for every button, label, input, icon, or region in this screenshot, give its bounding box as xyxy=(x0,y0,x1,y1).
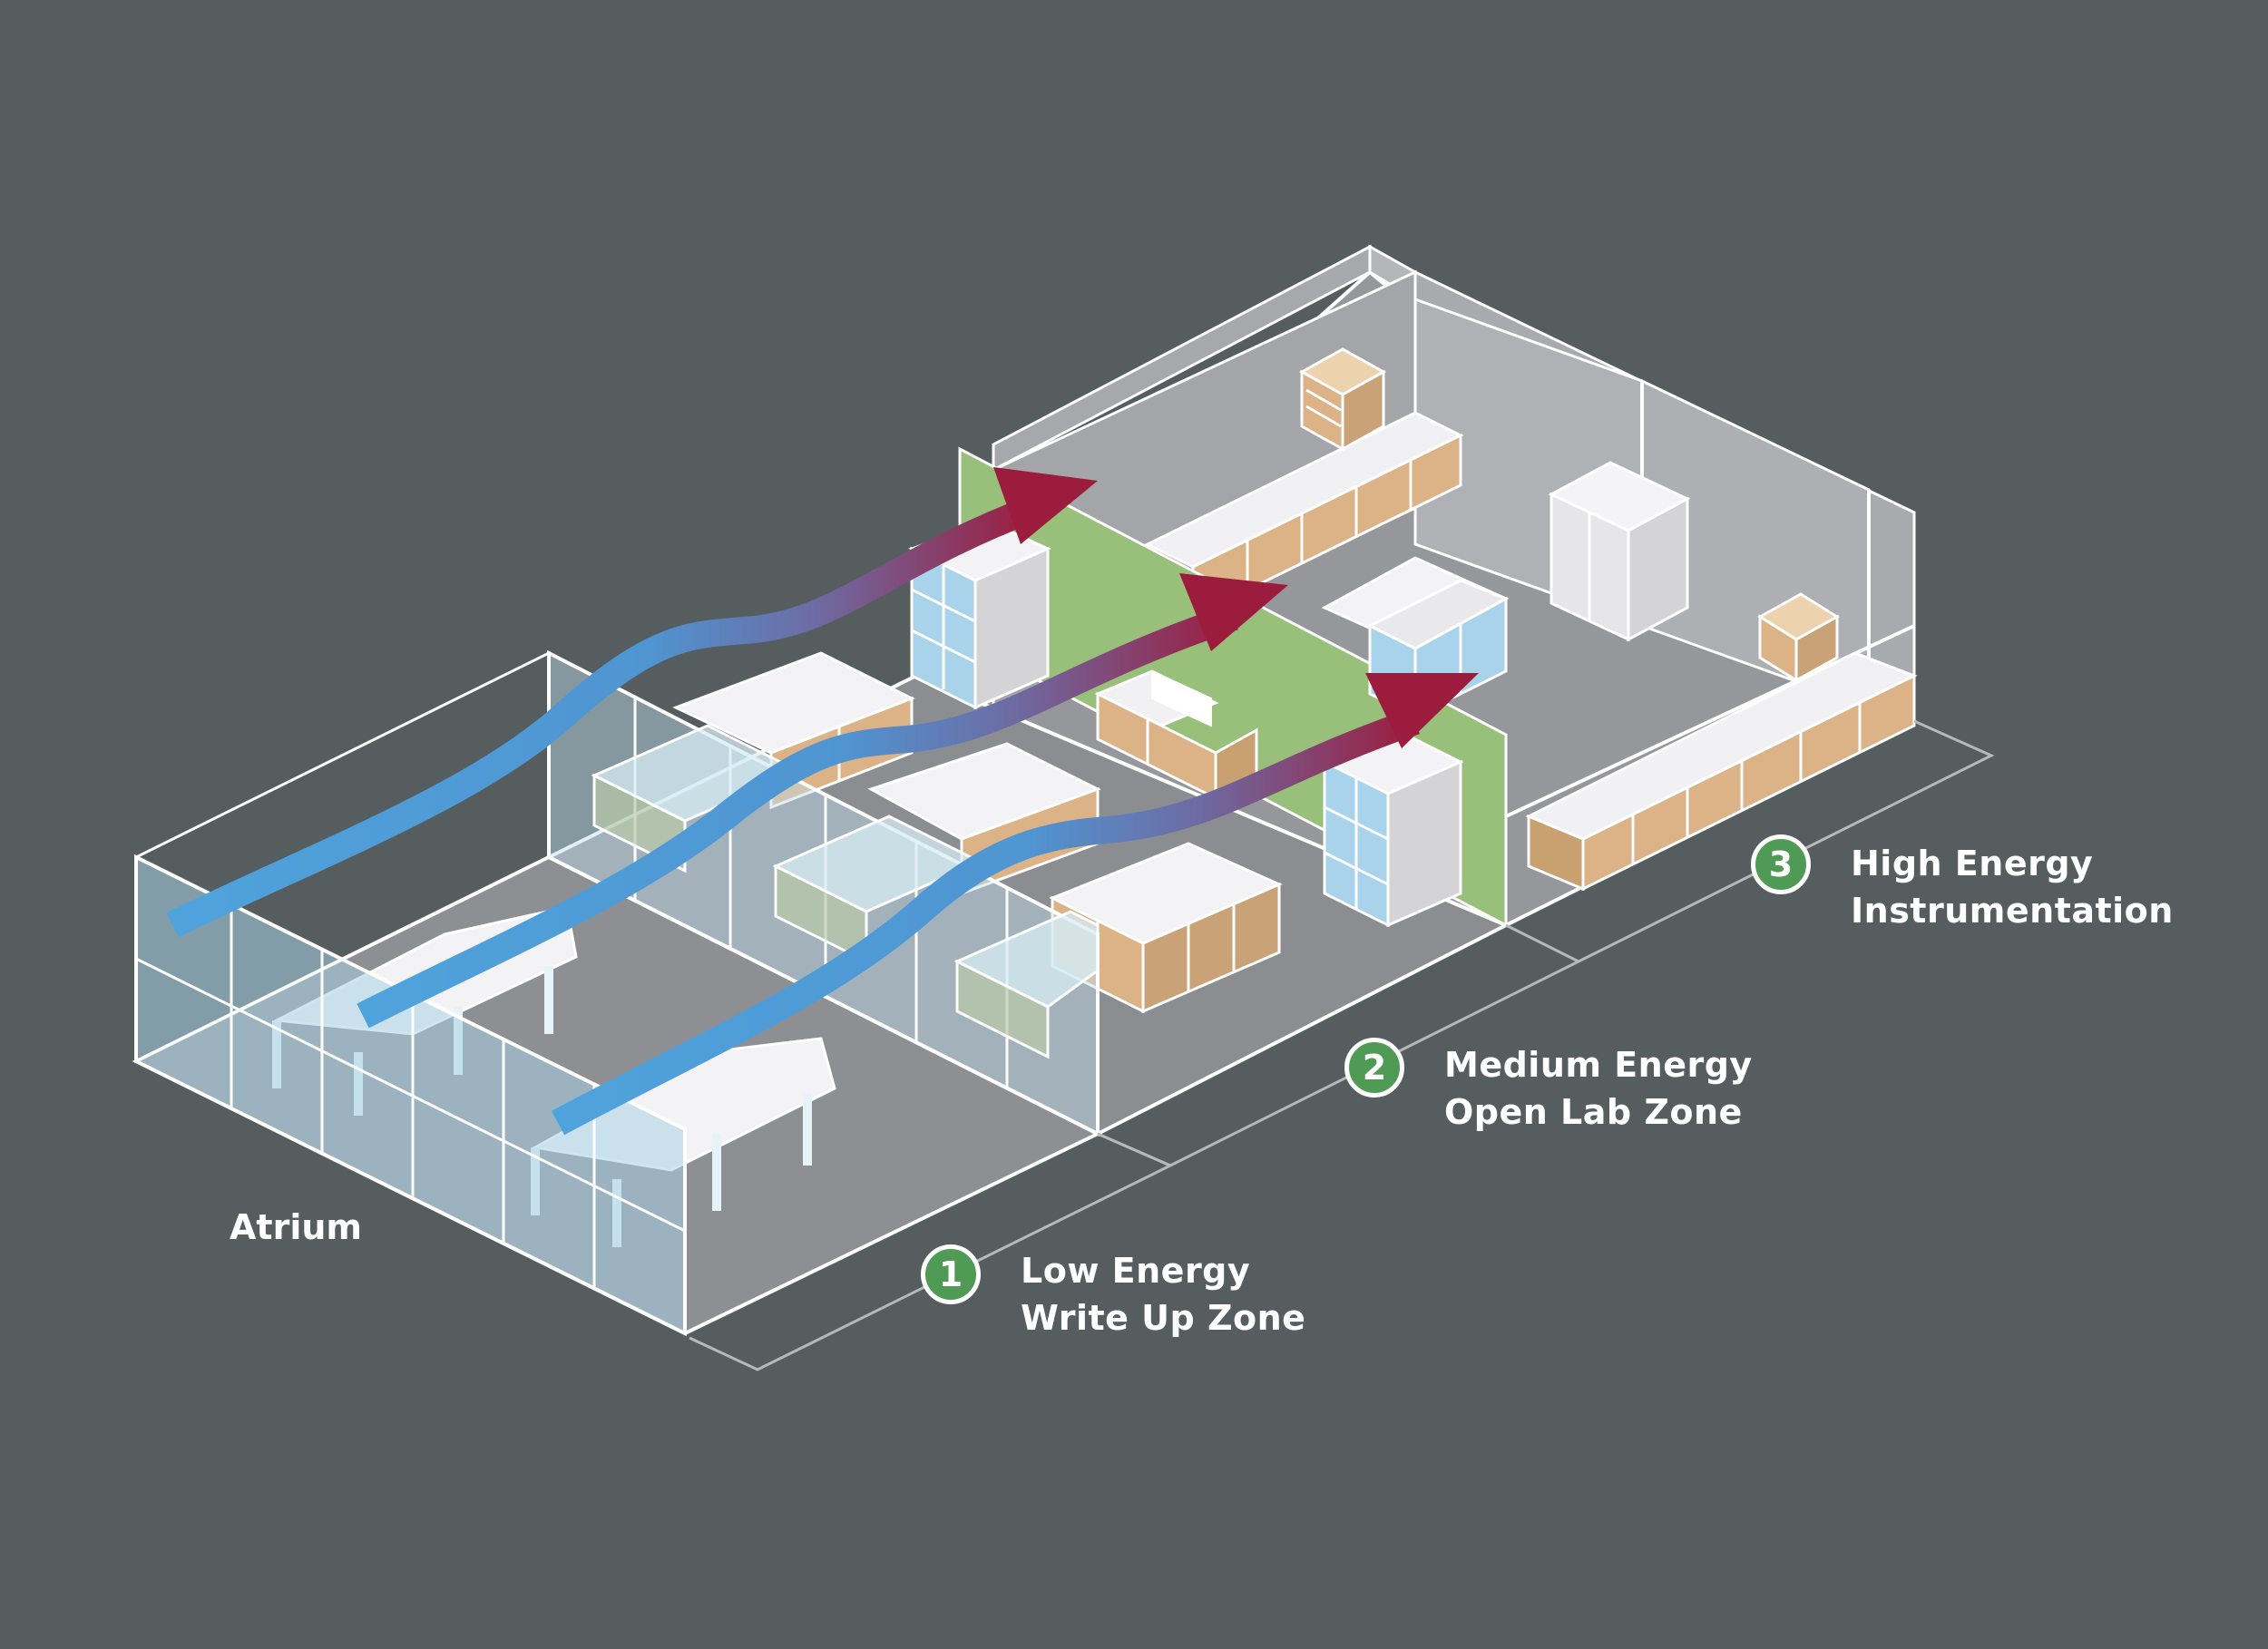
zone-2-label-line2: Open Lab Zone xyxy=(1444,1092,1743,1132)
atrium-label: Atrium xyxy=(230,1207,362,1247)
zone-number-badge-1: 1 xyxy=(921,1244,981,1304)
atrium-glass-wall xyxy=(134,650,687,1337)
zone-1-label: Low Energy Write Up Zone xyxy=(1021,1247,1305,1342)
zone3-casework-right xyxy=(1525,651,1918,892)
fume-hood-1 xyxy=(908,520,1051,710)
zone-3-label: High Energy Instrumentation xyxy=(1851,840,2174,934)
shelving-unit-right xyxy=(1757,592,1840,683)
zone-1-label-line1: Low Energy xyxy=(1021,1251,1251,1291)
zone-1-label-line2: Write Up Zone xyxy=(1021,1298,1306,1338)
equipment-cabinet xyxy=(1548,461,1691,642)
zone-2-label-line1: Medium Energy xyxy=(1444,1045,1753,1085)
zone-number-badge-3: 3 xyxy=(1751,834,1811,894)
zone-3-label-line1: High Energy xyxy=(1851,844,2094,883)
airflow-arrow-top xyxy=(166,467,1098,938)
airflow-arrow-middle xyxy=(357,573,1288,1029)
zone-3-label-line2: Instrumentation xyxy=(1851,891,2174,931)
zone-2-label: Medium Energy Open Lab Zone xyxy=(1444,1041,1753,1136)
zone-number-badge-2: 2 xyxy=(1344,1038,1404,1098)
shelving-unit-top xyxy=(1298,347,1387,452)
fume-hood-3 xyxy=(1321,728,1464,928)
airflow-arrow-bottom xyxy=(551,673,1479,1136)
